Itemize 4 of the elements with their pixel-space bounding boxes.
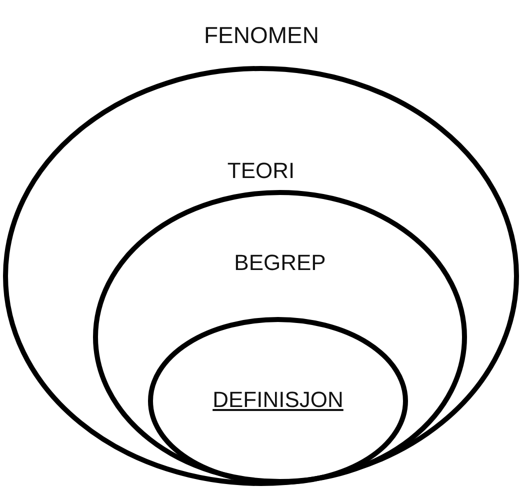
concept-label: BEGREP [234,250,326,276]
concept-label: DEFINISJON [212,387,344,413]
concept-label: TEORI [227,158,295,184]
title: FENOMEN [204,22,319,48]
